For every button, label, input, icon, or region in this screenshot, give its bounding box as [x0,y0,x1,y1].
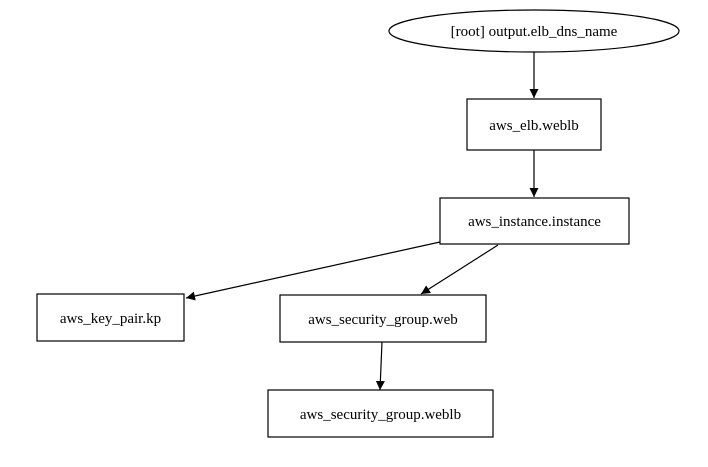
node-elb-label: aws_elb.weblb [489,118,579,134]
node-root-label: [root] output.elb_dns_name [451,24,618,40]
edge-sgweb-to-sgweblb [375,341,385,391]
node-keypair-label: aws_key_pair.kp [60,311,161,327]
node-instance-shape [439,197,630,245]
node-keypair: aws_key_pair.kp [36,293,185,342]
node-elb: aws_elb.weblb [466,98,602,151]
node-sgweb: aws_security_group.web [279,294,487,343]
node-instance: aws_instance.instance [439,197,630,245]
node-root-shape [388,9,680,53]
node-sgweb-shape [279,294,487,343]
node-elb-shape [466,98,602,151]
edge-instance-to-sgweb [420,244,499,295]
edges [185,52,539,391]
node-root: [root] output.elb_dns_name [388,9,680,53]
node-sgweblb-shape [267,389,494,438]
node-keypair-shape [36,293,185,342]
node-instance-label: aws_instance.instance [468,214,601,230]
node-sgweblb: aws_security_group.weblb [267,389,494,438]
node-sgweb-label: aws_security_group.web [308,312,458,328]
edge-instance-to-keypair [185,241,441,301]
node-sgweblb-label: aws_security_group.weblb [300,407,461,423]
